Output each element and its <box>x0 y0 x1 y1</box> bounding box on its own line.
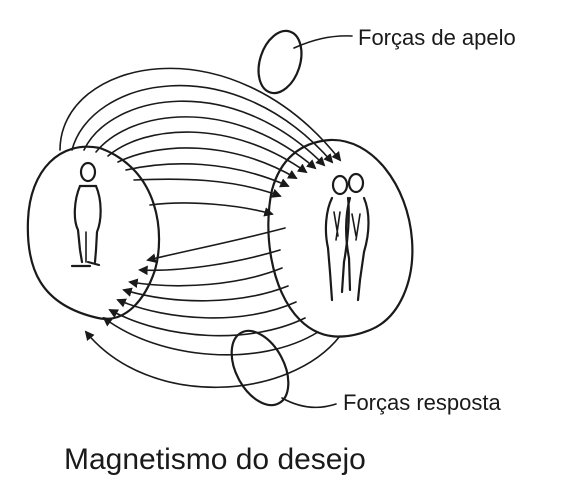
response-forces-label: Forças resposta <box>343 390 501 415</box>
right-sphere <box>267 138 414 338</box>
single-person-icon <box>70 161 102 268</box>
couple-icon <box>324 172 370 302</box>
response-force-lines <box>84 227 341 389</box>
appeal-forces-loop <box>257 29 353 95</box>
appeal-forces-label: Forças de apelo <box>358 25 516 50</box>
appeal-force-lines <box>59 67 342 217</box>
left-sphere <box>26 145 161 321</box>
diagram-caption: Magnetismo do desejo <box>64 443 366 476</box>
response-forces-loop <box>230 329 337 409</box>
